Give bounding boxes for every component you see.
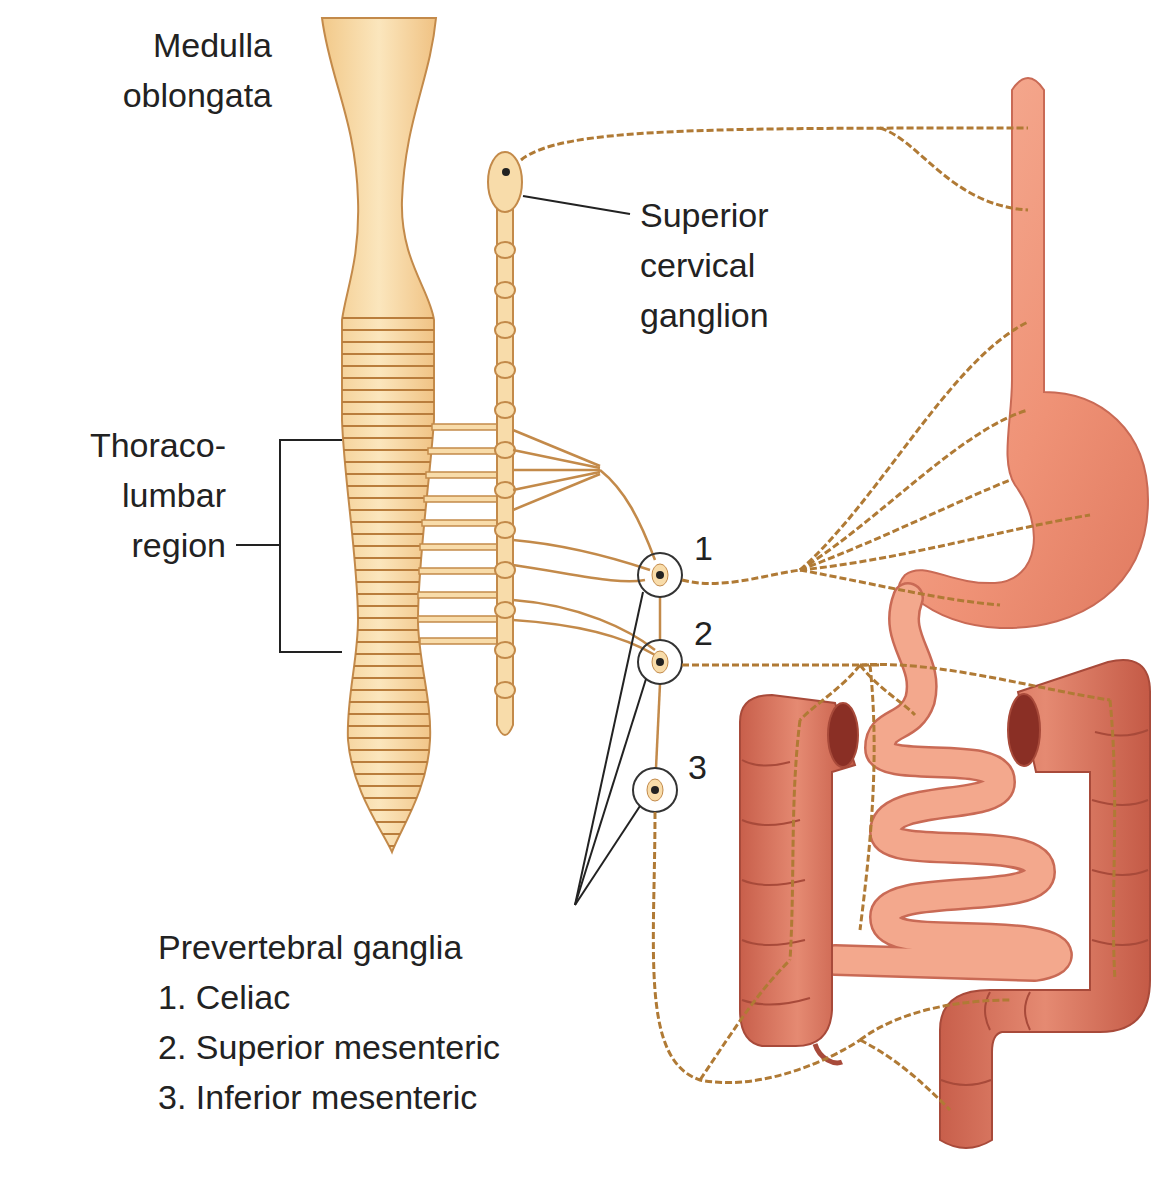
splanchnic-nerves	[513, 430, 660, 768]
list-item: 3. Inferior mesenteric	[158, 1072, 477, 1122]
callout-number: 3	[688, 742, 707, 792]
rami	[418, 424, 500, 644]
stomach	[898, 78, 1148, 628]
cord-segments	[330, 318, 440, 846]
structure-label: Superior cervical ganglion	[640, 190, 845, 340]
callout-number: 2	[694, 608, 713, 658]
region-label: Thoraco- lumbar region	[51, 420, 226, 570]
list-item: 1. Celiac	[158, 972, 290, 1022]
prevertebral-ganglia	[633, 553, 682, 812]
ascending-colon	[740, 695, 858, 1063]
sympathetic-chain	[488, 152, 522, 735]
leader-lines	[236, 196, 646, 905]
list-heading: Prevertebral ganglia	[158, 922, 462, 972]
list-item: 2. Superior mesenteric	[158, 1022, 500, 1072]
nerve-fibres	[521, 128, 1115, 1110]
small-intestine	[835, 598, 1057, 966]
descending-colon	[940, 660, 1150, 1148]
structure-label: Medulla oblongata	[42, 20, 272, 120]
callout-number: 1	[694, 523, 713, 573]
